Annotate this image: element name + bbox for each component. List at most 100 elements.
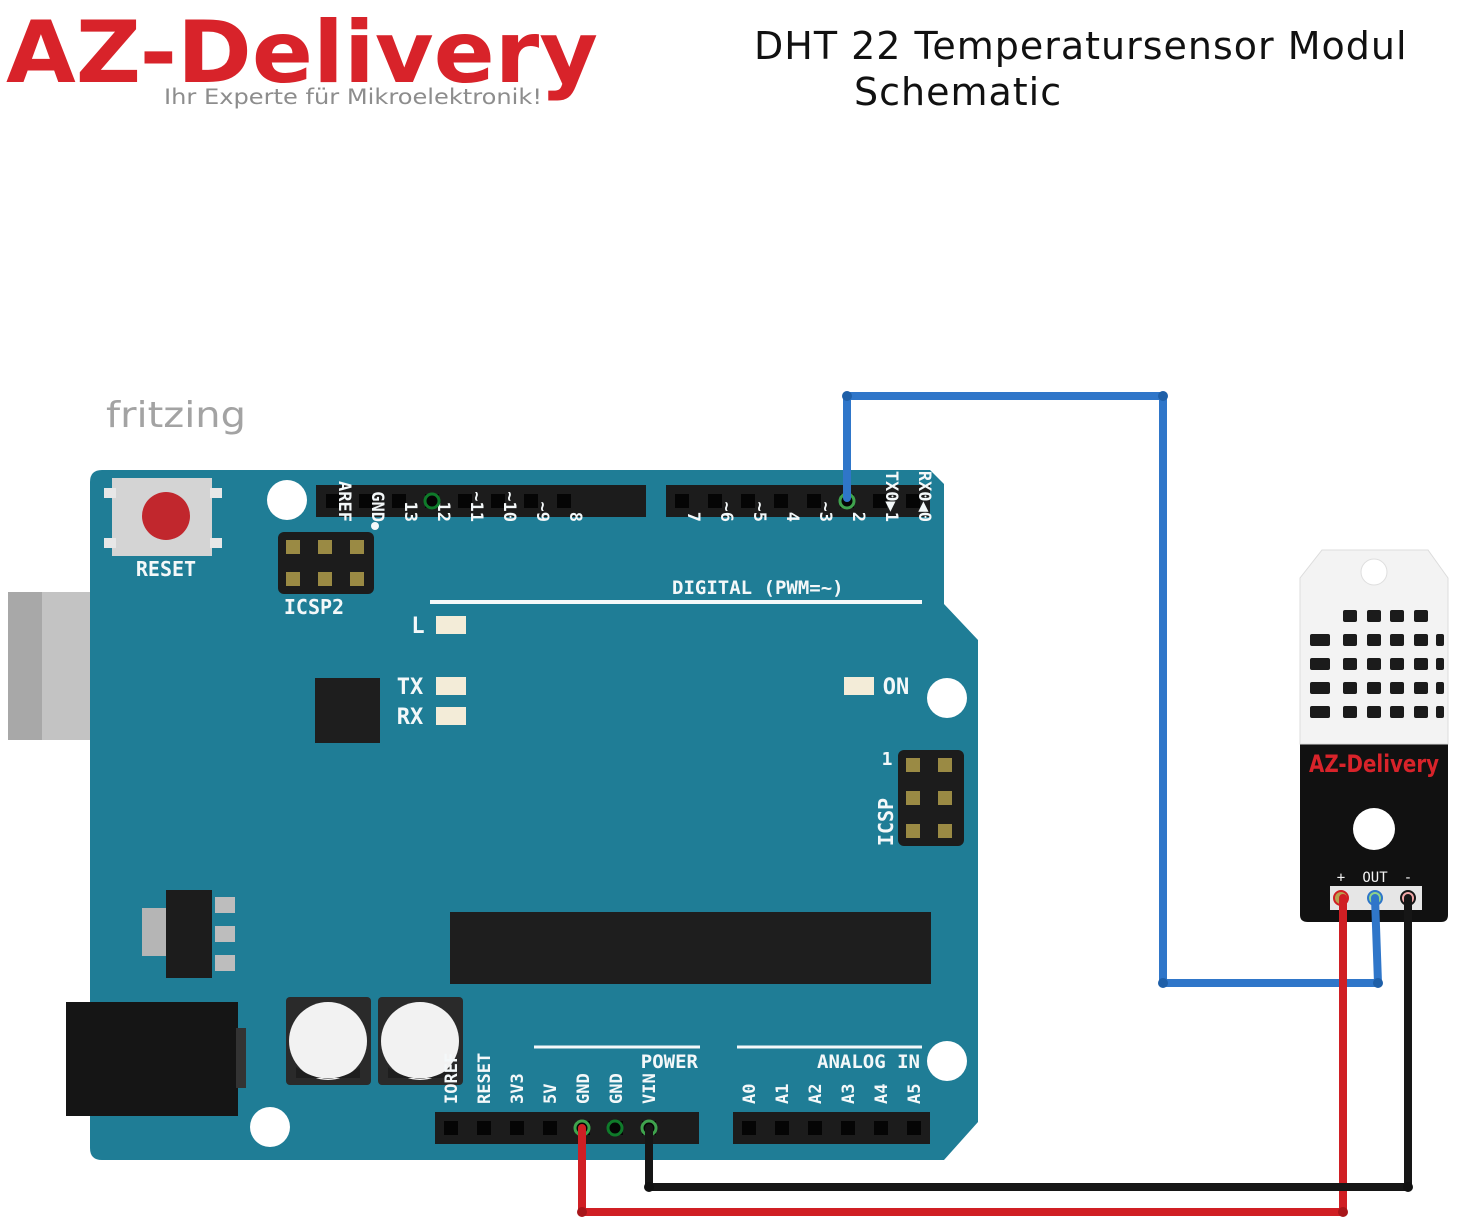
header-pin-5: [741, 494, 755, 508]
sensor-grille-slot: [1414, 610, 1428, 622]
pin-label-5v: 5V: [541, 1084, 561, 1104]
sensor-grille-slot: [1343, 634, 1357, 646]
pin-label-11: ~11: [466, 491, 486, 522]
sensor-pin-out: OUT: [1362, 870, 1388, 886]
led-rx-label: RX: [397, 705, 424, 730]
logo-tagline: Ihr Experte für Mikroelektronik!: [164, 85, 542, 109]
pin-label-3: ~3: [815, 502, 835, 522]
sensor-grille-slot: [1367, 682, 1381, 694]
header-pin-reset: [477, 1121, 491, 1135]
pin-label-7: 7: [683, 512, 703, 522]
icsp2-header: [278, 532, 374, 594]
header-pin-9: [524, 494, 538, 508]
header-pin-3: [807, 494, 821, 508]
reset-button[interactable]: [104, 478, 222, 556]
sensor-grille-slot: [1436, 658, 1444, 670]
sensor-grille-slot: [1390, 682, 1404, 694]
digital-label: DIGITAL (PWM=~): [672, 577, 844, 599]
sensor-grille-slot: [1436, 706, 1444, 718]
pin-label-gnd: GND: [574, 1073, 594, 1104]
pin-label-a1: A1: [773, 1084, 793, 1104]
sensor-grille-slot: [1367, 706, 1381, 718]
connected-pin-marker-1: [423, 492, 441, 510]
sensor-grille-slot: [1390, 610, 1404, 622]
led-l: [436, 616, 466, 634]
sensor-grille-slot: [1310, 658, 1330, 670]
pin-label-a4: A4: [872, 1084, 892, 1104]
sensor-grille-slot: [1414, 706, 1428, 718]
led-l-label: L: [411, 614, 424, 639]
header-pin-6: [708, 494, 722, 508]
pin-label-tx01: TX0▶1: [881, 471, 901, 522]
pin-label-a5: A5: [905, 1084, 925, 1104]
pin-label-3v3: 3V3: [508, 1073, 528, 1104]
pin-label-a2: A2: [806, 1084, 826, 1104]
reset-label: RESET: [136, 557, 196, 581]
sensor-grille-slot: [1343, 610, 1357, 622]
header-pin-gnd: [359, 494, 373, 508]
pin-label-reset: RESET: [475, 1053, 495, 1104]
sensor-grille-slot: [1310, 682, 1330, 694]
dht22-sensor-module: [1299, 549, 1449, 922]
sensor-pin-minus: -: [1404, 870, 1412, 886]
pin-label-13: 13: [400, 502, 420, 522]
pin-label-5: ~5: [749, 502, 769, 522]
connected-pin-marker-3: [606, 1119, 624, 1137]
led-tx-label: TX: [397, 675, 424, 700]
header-pin-8: [557, 494, 571, 508]
sensor-grille-slot: [1390, 634, 1404, 646]
sensor-grille-slot: [1436, 682, 1444, 694]
pin-label-10: ~10: [499, 491, 519, 522]
icsp-header: [898, 750, 964, 846]
sensor-pin-plus: +: [1337, 870, 1345, 886]
fritzing-watermark: fritzing: [106, 395, 246, 436]
pin-label-8: 8: [565, 512, 585, 522]
sensor-grille-slot: [1390, 658, 1404, 670]
sensor-grille-slot: [1310, 706, 1330, 718]
icsp2-label: ICSP2: [284, 595, 344, 619]
title-line-2: Schematic: [854, 70, 1063, 114]
pin-label-vin: VIN: [640, 1073, 660, 1104]
header-pin-3v3: [510, 1121, 524, 1135]
header-pin-a2: [808, 1121, 822, 1135]
header-pin-a4: [874, 1121, 888, 1135]
title-line-1: DHT 22 Temperatursensor Modul: [754, 24, 1408, 68]
sensor-grille-slot: [1343, 682, 1357, 694]
pin-label-gnd: GND: [367, 491, 387, 522]
az-delivery-logo: AZ-Delivery Ihr Experte für Mikroelektro…: [6, 3, 598, 109]
led-rx: [436, 707, 466, 725]
pin-label-9: ~9: [532, 502, 552, 522]
pin-label-2: 2: [848, 512, 868, 522]
header-pin-tx01: [873, 494, 887, 508]
pin-label-rx00: RX0◀0: [914, 471, 934, 522]
pin-label-a3: A3: [839, 1084, 859, 1104]
power-header: [435, 1112, 699, 1144]
header-pin-4: [774, 494, 788, 508]
sensor-grille-slot: [1367, 634, 1381, 646]
header-pin-13: [392, 494, 406, 508]
sensor-grille-slot: [1310, 634, 1330, 646]
sensor-grille-slot: [1390, 706, 1404, 718]
header-pin-12: [425, 494, 439, 508]
wire-power-5v-to-plus: [578, 894, 1347, 1216]
pin-label-aref: AREF: [334, 481, 354, 522]
header-pin-aref: [326, 494, 340, 508]
sensor-grille-slot: [1367, 658, 1381, 670]
sensor-grille-slot: [1343, 658, 1357, 670]
sensor-grille-slot: [1414, 682, 1428, 694]
sensor-grille-slot: [1367, 610, 1381, 622]
pin-label-12: 12: [433, 502, 453, 522]
sensor-grille-slot: [1436, 634, 1444, 646]
header-pin-a3: [841, 1121, 855, 1135]
pin-label-ioref: IOREF: [442, 1053, 462, 1104]
header-pin-7: [675, 494, 689, 508]
header-pin-a1: [775, 1121, 789, 1135]
analog-header: [733, 1112, 930, 1144]
header-pin-rx00: [906, 494, 920, 508]
header-pin-11: [458, 494, 472, 508]
pin-label-gnd: GND: [607, 1073, 627, 1104]
led-tx: [436, 677, 466, 695]
wire-joints: [577, 391, 1413, 1217]
sensor-brand: AZ-Delivery: [1309, 750, 1439, 778]
sensor-grille-slot: [1343, 706, 1357, 718]
